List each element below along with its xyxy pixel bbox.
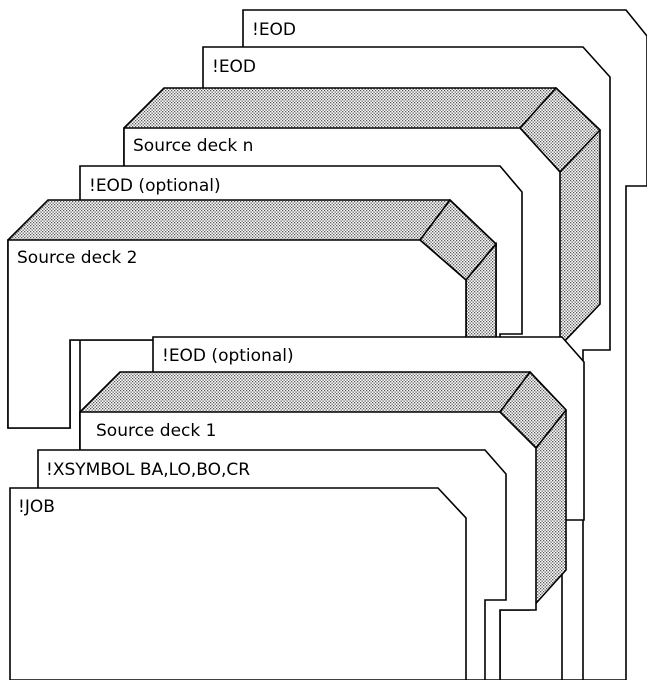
xsymbol-label: !XSYMBOL BA,LO,BO,CR bbox=[46, 460, 250, 480]
source-deck-1-label: Source deck 1 bbox=[96, 421, 216, 441]
card-eod-second-label: !EOD bbox=[212, 57, 256, 77]
job-label: !JOB bbox=[18, 497, 55, 517]
eod-optional-upper-label: !EOD (optional) bbox=[89, 176, 221, 196]
deck-source-2: Source deck 2 bbox=[7, 198, 498, 429]
source-deck-2-label: Source deck 2 bbox=[17, 248, 137, 268]
card-eod-top-label: !EOD bbox=[252, 20, 296, 40]
eod-optional-lower-label: !EOD (optional) bbox=[162, 346, 294, 366]
source-deck-n-label: Source deck n bbox=[133, 136, 253, 156]
card-job: !JOB bbox=[9, 487, 467, 680]
